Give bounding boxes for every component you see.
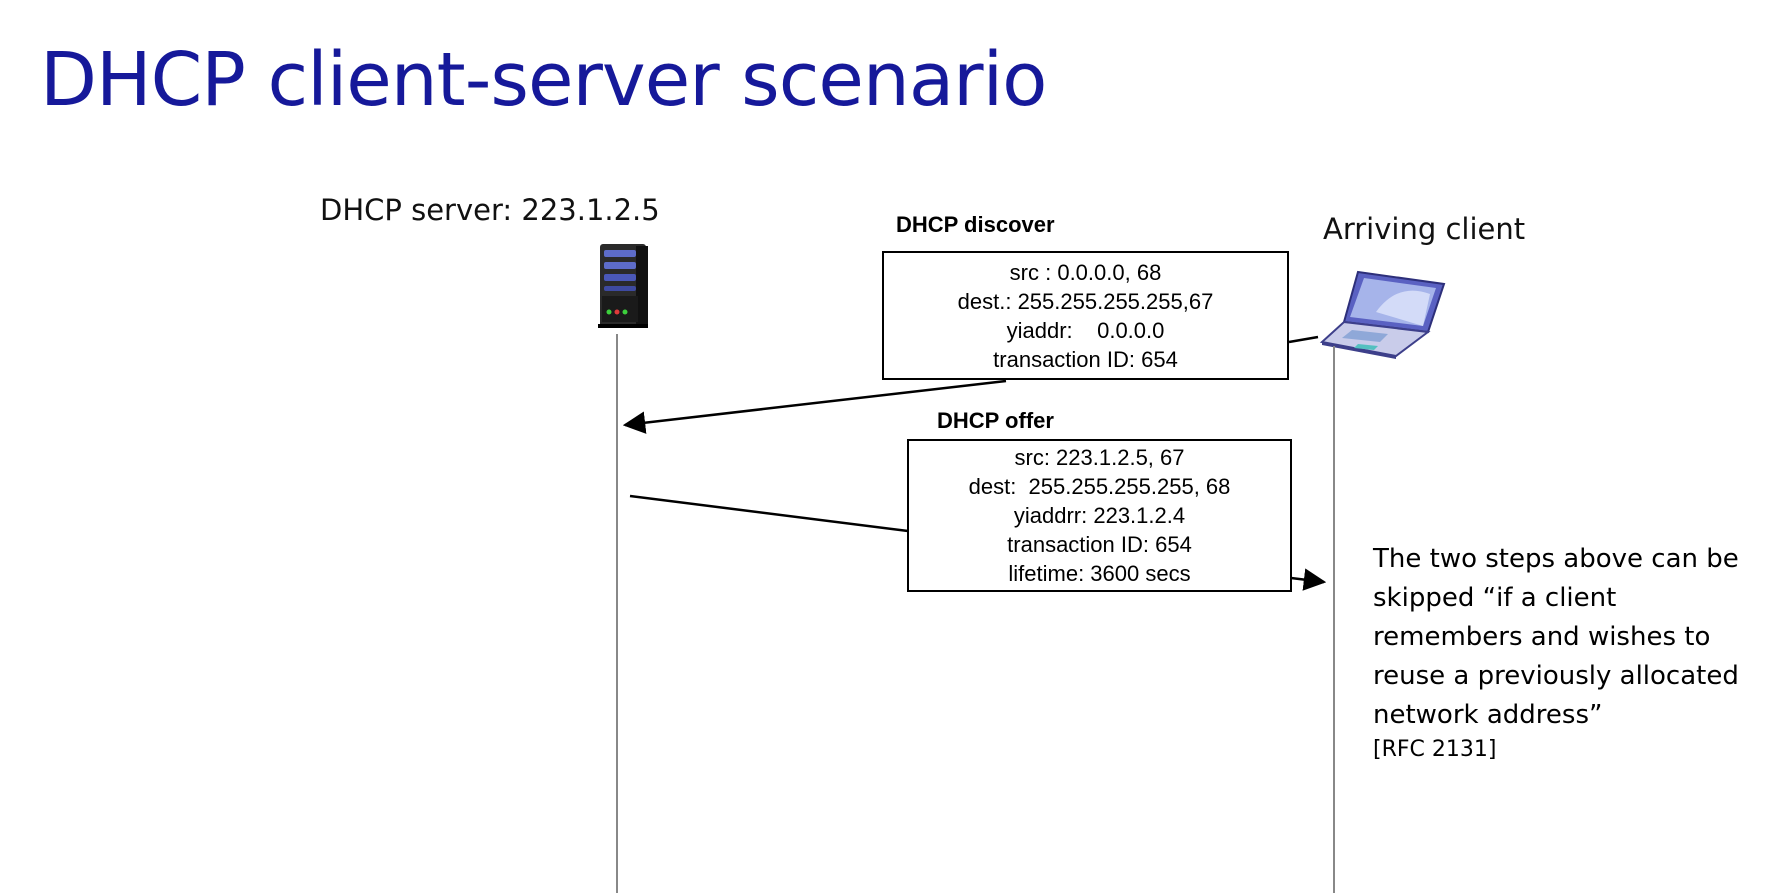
offer-title: DHCP offer [937,408,1054,433]
discover-title: DHCP discover [896,212,1055,237]
offer-line: src: 223.1.2.5, 67 [1014,445,1185,470]
server-icon [598,244,648,328]
server-label: DHCP server: 223.1.2.5 [320,193,660,227]
discover-arrow [622,379,1007,434]
discover-line: src : 0.0.0.0, 68 [1009,259,1162,285]
offer-arrow-tail [629,494,909,533]
client-label: Arriving client [1323,212,1526,246]
discover-line: yiaddr: 0.0.0.0 [1006,317,1165,343]
offer-line: transaction ID: 654 [1007,532,1192,557]
discover-box: src : 0.0.0.0, 68 dest.: 255.255.255.255… [882,251,1289,380]
discover-arrow-tail [1288,335,1319,344]
rfc-reference: [RFC 2131] [1373,737,1497,762]
skip-note: The two steps above can be skipped “if a… [1373,540,1763,765]
discover-line: transaction ID: 654 [993,346,1178,372]
laptop-icon [1319,270,1446,359]
offer-box: src: 223.1.2.5, 67 dest: 255.255.255.255… [907,439,1292,592]
offer-line: lifetime: 3600 secs [1008,561,1191,586]
offer-line: dest: 255.255.255.255, 68 [968,474,1231,499]
offer-line: yiaddrr: 223.1.2.4 [1013,503,1186,528]
page-title: DHCP client-server scenario [40,37,1047,123]
skip-note-text: The two steps above can be skipped “if a… [1373,544,1739,730]
discover-line: dest.: 255.255.255.255,67 [957,288,1214,314]
offer-arrow [1290,568,1327,591]
